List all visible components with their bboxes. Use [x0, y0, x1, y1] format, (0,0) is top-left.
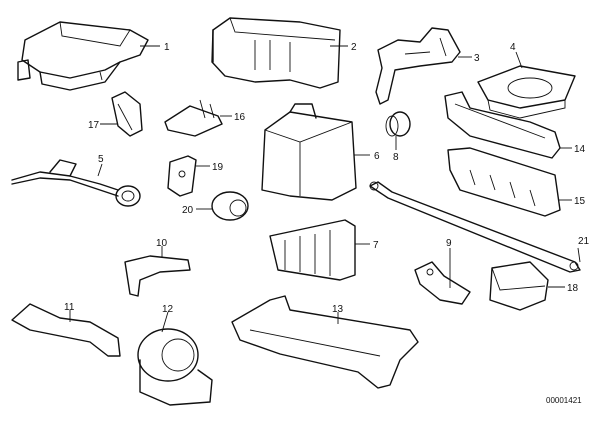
- part-12-holder: [137, 311, 213, 406]
- label-2: 2: [351, 42, 357, 53]
- label-7: 7: [373, 240, 379, 251]
- part-2-cover: [211, 17, 348, 89]
- label-10: 10: [156, 238, 168, 249]
- label-5: 5: [98, 154, 104, 165]
- part-1-cover: [17, 21, 160, 91]
- label-11: 11: [64, 302, 75, 313]
- part-4-tray: [477, 51, 576, 119]
- label-8: 8: [393, 152, 399, 163]
- label-4: 4: [510, 42, 516, 53]
- label-1: 1: [164, 42, 170, 53]
- part-13-tray: [231, 295, 419, 389]
- label-18: 18: [567, 283, 579, 294]
- document-number: 00001421: [546, 396, 582, 405]
- part-18-clamp: [489, 261, 565, 311]
- label-15: 15: [574, 196, 586, 207]
- label-14: 14: [574, 144, 586, 155]
- label-20: 20: [182, 205, 194, 216]
- part-20-ring: [196, 191, 249, 221]
- part-7-comb: [269, 219, 370, 281]
- part-8-grommet: [385, 111, 411, 150]
- part-9-bracket: [414, 248, 471, 305]
- label-16: 16: [234, 112, 246, 123]
- part-19-bracket: [167, 155, 210, 197]
- label-21: 21: [578, 236, 590, 247]
- label-3: 3: [474, 53, 480, 64]
- part-21-rod: [369, 181, 581, 273]
- label-9: 9: [446, 238, 452, 249]
- label-12: 12: [162, 304, 174, 315]
- label-19: 19: [212, 162, 224, 173]
- part-14-bracket: [444, 91, 572, 159]
- part-3-bracket: [375, 27, 472, 105]
- part-17-clip: [100, 91, 143, 137]
- part-10-bracket: [124, 246, 191, 297]
- part-15-channel: [447, 147, 572, 217]
- label-17: 17: [88, 120, 100, 131]
- label-6: 6: [374, 151, 380, 162]
- label-13: 13: [332, 304, 344, 315]
- part-5-cable: [11, 159, 141, 207]
- part-16-clip: [164, 99, 232, 137]
- part-6-cover: [261, 103, 370, 201]
- part-11-bracket: [11, 303, 121, 357]
